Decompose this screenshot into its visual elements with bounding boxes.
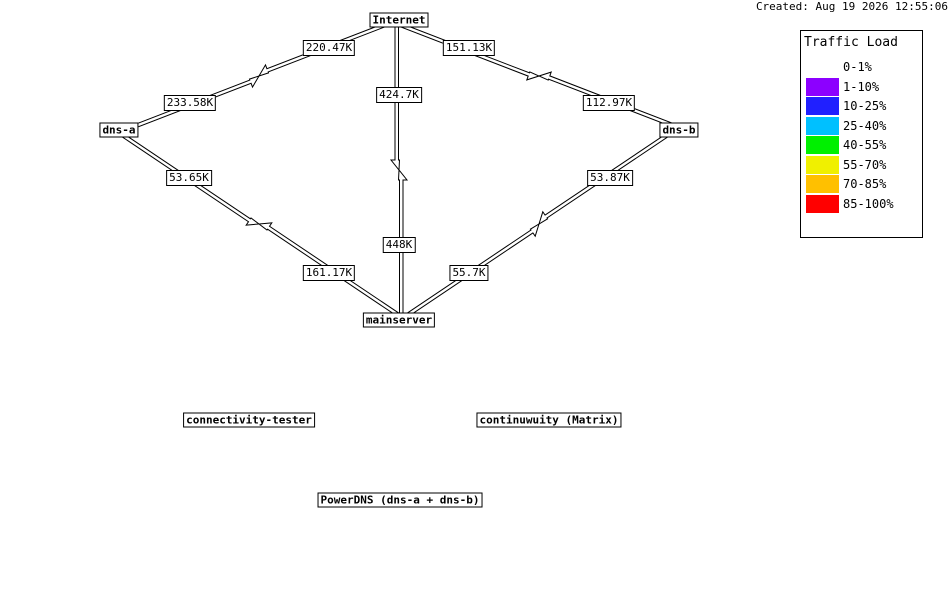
legend-range: 1-10% — [843, 80, 880, 94]
node-mainserver[interactable]: mainserver — [362, 312, 436, 328]
legend-range: 70-85% — [843, 177, 887, 191]
legend-range: 10-25% — [843, 99, 887, 113]
link-label-internet-mainserver-out: 448K — [382, 237, 416, 253]
link-label-dns-a-mainserver-in: 53.65K — [166, 170, 212, 186]
node-powerdns[interactable]: PowerDNS (dns-a + dns-b) — [317, 492, 483, 508]
link-label-internet-dns-a-in: 220.47K — [302, 40, 356, 56]
legend-swatch — [806, 117, 839, 135]
legend-range: 25-40% — [843, 119, 887, 133]
link-label-dns-a-mainserver-out: 161.17K — [302, 265, 356, 281]
link-label-internet-mainserver-in: 424.7K — [376, 87, 422, 103]
created-timestamp: Created: Aug 19 2026 12:55:06 — [755, 0, 948, 13]
legend-item: 1-10% — [806, 78, 918, 96]
node-continuwuity[interactable]: continuwuity (Matrix) — [476, 412, 622, 428]
legend-swatch — [806, 78, 839, 96]
legend-range: 0-1% — [843, 60, 872, 74]
legend-item: 85-100% — [806, 195, 918, 213]
link-label-internet-dns-b-out: 112.97K — [582, 95, 636, 111]
legend-swatch — [806, 136, 839, 154]
legend-swatch — [806, 175, 839, 193]
legend-item: 0-1% — [806, 58, 918, 76]
legend-item: 70-85% — [806, 175, 918, 193]
node-dns-a[interactable]: dns-a — [99, 122, 139, 138]
node-internet[interactable]: Internet — [369, 12, 429, 28]
legend-range: 85-100% — [843, 197, 894, 211]
legend-item: 25-40% — [806, 117, 918, 135]
legend-item: 55-70% — [806, 156, 918, 174]
legend-item: 10-25% — [806, 97, 918, 115]
legend-range: 40-55% — [843, 138, 887, 152]
link-label-internet-dns-b-in: 151.13K — [442, 40, 496, 56]
legend-swatch — [806, 195, 839, 213]
link-label-internet-dns-a-out: 233.58K — [163, 95, 217, 111]
legend-swatch — [806, 97, 839, 115]
traffic-load-legend: Traffic Load 0-1% 1-10% 10-25% 25-40% 40… — [800, 30, 923, 238]
node-connectivity-tester[interactable]: connectivity-tester — [183, 412, 315, 428]
node-dns-b[interactable]: dns-b — [659, 122, 699, 138]
link-label-dns-b-mainserver-in: 53.87K — [587, 170, 633, 186]
legend-swatch — [806, 156, 839, 174]
legend-title: Traffic Load — [804, 35, 898, 50]
legend-swatch — [806, 58, 839, 76]
legend-range: 55-70% — [843, 158, 887, 172]
legend-item: 40-55% — [806, 136, 918, 154]
link-label-dns-b-mainserver-out: 55.7K — [449, 265, 489, 281]
